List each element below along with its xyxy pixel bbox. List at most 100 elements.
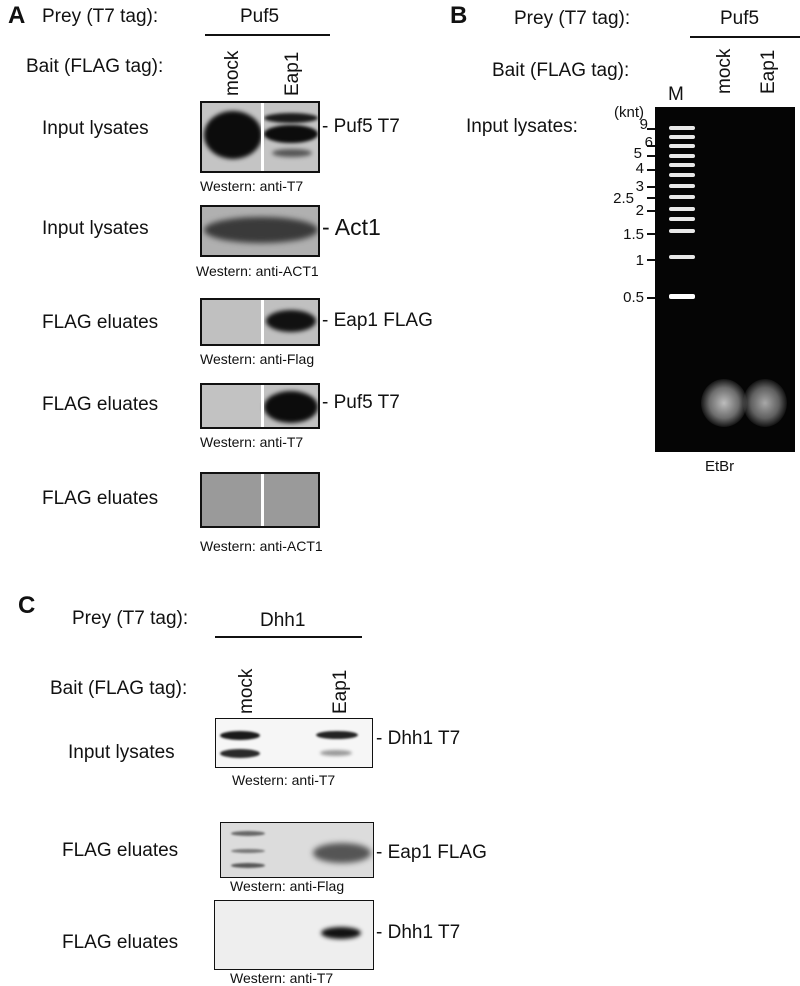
- blot-a1: [200, 101, 320, 173]
- size-tick: [647, 297, 655, 299]
- ladder-band: [669, 294, 695, 299]
- size-marker-1-5: 1.5: [623, 226, 644, 243]
- row-label-flag-a3: FLAG eluates: [42, 312, 159, 333]
- prey-label-a: Prey (T7 tag):: [42, 6, 159, 27]
- ladder-band: [669, 163, 695, 167]
- western-label-a5: Western: anti-ACT1: [200, 538, 323, 554]
- size-marker-5: 5: [633, 145, 642, 162]
- ladder-band: [669, 154, 695, 158]
- ladder-band: [669, 135, 695, 139]
- row-label-flag-a5: FLAG eluates: [42, 488, 159, 509]
- row-label-flag-c3: FLAG eluates: [62, 932, 179, 953]
- stain-label: EtBr: [705, 458, 735, 475]
- band-act1: [204, 217, 318, 243]
- lane-divider: [261, 300, 264, 344]
- prey-underline-c: [215, 636, 362, 638]
- lane-label-mock-a: mock: [222, 50, 243, 96]
- lane-label-eap1-c: Eap1: [330, 669, 351, 714]
- blot-c3: [214, 900, 374, 970]
- band-eap1-upper: [264, 113, 318, 123]
- prey-label-c: Prey (T7 tag):: [72, 608, 189, 629]
- band-label-eap1-flag-c2: - Eap1 FLAG: [376, 842, 487, 863]
- band-label-dhh1-t7-c3: - Dhh1 T7: [376, 922, 461, 943]
- bait-label-b: Bait (FLAG tag):: [492, 60, 630, 81]
- marker-label: M: [668, 84, 684, 105]
- blot-a3: [200, 298, 320, 346]
- prey-name-a: Puf5: [240, 6, 280, 27]
- band-eap1-dhh1: [321, 927, 361, 939]
- band-mock-faint: [231, 863, 265, 868]
- ladder-band: [669, 184, 695, 188]
- lane-label-mock-b: mock: [714, 48, 735, 94]
- rna-smear-eap1: [743, 379, 787, 427]
- band-eap1-dhh1: [316, 731, 358, 739]
- western-label-a1: Western: anti-T7: [200, 178, 304, 194]
- band-mock-faint: [231, 831, 265, 836]
- size-marker-6: 6: [644, 134, 653, 151]
- lane-divider: [261, 103, 264, 171]
- size-tick: [647, 169, 655, 171]
- bait-label-c: Bait (FLAG tag):: [50, 678, 188, 699]
- lane-label-mock-c: mock: [236, 668, 257, 714]
- panel-letter-a: A: [8, 2, 26, 29]
- band-mock-faint: [231, 849, 265, 853]
- size-tick: [647, 259, 655, 261]
- row-label-input-b: Input lysates:: [466, 116, 578, 137]
- prey-label-b: Prey (T7 tag):: [514, 8, 631, 29]
- band-label-act1-a2: - Act1: [322, 214, 381, 240]
- band-label-eap1-flag-a3: - Eap1 FLAG: [322, 310, 433, 331]
- western-label-a4: Western: anti-T7: [200, 434, 304, 450]
- lane-divider: [261, 474, 264, 526]
- band-eap1-flag: [313, 843, 371, 863]
- ladder-band: [669, 255, 695, 259]
- size-marker-3: 3: [635, 178, 644, 195]
- band-puf5-t7: [264, 391, 318, 423]
- western-label-c2: Western: anti-Flag: [230, 878, 345, 894]
- size-marker-2: 2: [635, 202, 644, 219]
- blot-c2: [220, 822, 374, 878]
- western-label-c1: Western: anti-T7: [232, 772, 336, 788]
- band-label-puf5-t7-a4: - Puf5 T7: [322, 392, 400, 413]
- lane-label-eap1-a: Eap1: [282, 51, 303, 96]
- panel-letter-b: B: [450, 2, 468, 29]
- ladder-band: [669, 173, 695, 177]
- size-tick: [647, 233, 655, 235]
- band-mock-upper: [220, 731, 260, 740]
- prey-underline-b: [690, 36, 800, 38]
- ladder-band: [669, 144, 695, 148]
- lane-label-eap1-b: Eap1: [758, 49, 779, 94]
- band-eap1-flag: [266, 310, 316, 332]
- ladder-band: [669, 217, 695, 221]
- prey-underline-a: [205, 34, 330, 36]
- blot-a5: [200, 472, 320, 528]
- row-label-input-a1: Input lysates: [42, 118, 149, 139]
- ladder-band: [669, 195, 695, 199]
- size-tick: [647, 186, 655, 188]
- prey-name-c: Dhh1: [260, 610, 306, 631]
- band-eap1-puf5: [264, 125, 318, 143]
- bait-label-a: Bait (FLAG tag):: [26, 56, 164, 77]
- size-tick: [647, 145, 655, 147]
- band-eap1-lower: [320, 750, 352, 756]
- size-tick: [647, 210, 655, 212]
- rna-smear-mock: [701, 379, 747, 427]
- band-eap1-lower: [272, 149, 312, 157]
- panel-letter-c: C: [18, 592, 36, 619]
- band-label-puf5-t7-a1: - Puf5 T7: [322, 116, 400, 137]
- size-marker-2-5: 2.5: [613, 190, 634, 207]
- ladder-band: [669, 207, 695, 211]
- ladder-band: [669, 126, 695, 130]
- blot-c1: [215, 718, 373, 768]
- band-label-dhh1-t7-c1: - Dhh1 T7: [376, 728, 461, 749]
- size-tick: [647, 197, 655, 199]
- row-label-flag-a4: FLAG eluates: [42, 394, 159, 415]
- western-label-a2: Western: anti-ACT1: [196, 263, 319, 279]
- size-marker-1: 1: [635, 252, 644, 269]
- size-marker-4: 4: [635, 160, 644, 177]
- size-tick: [647, 155, 655, 157]
- western-label-a3: Western: anti-Flag: [200, 351, 315, 367]
- ladder-band: [669, 229, 695, 233]
- prey-name-b: Puf5: [720, 8, 760, 29]
- band-mock-puf5: [204, 111, 262, 159]
- size-tick: [647, 128, 655, 130]
